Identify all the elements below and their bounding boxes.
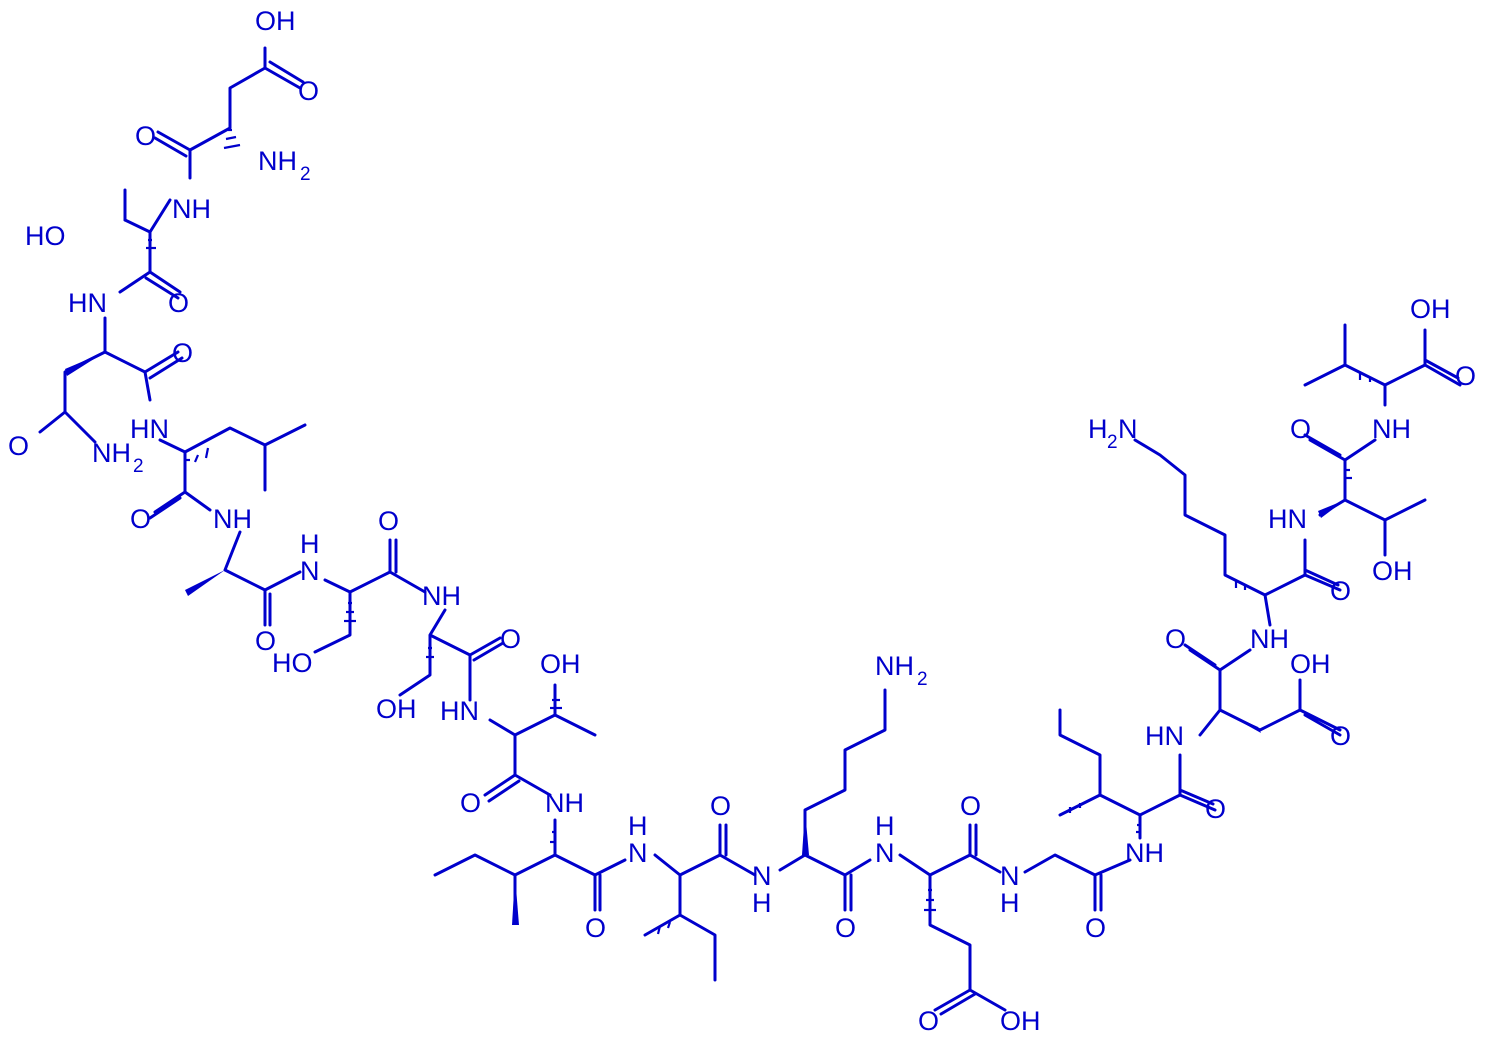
atom-label: H [1088, 414, 1108, 444]
atom-label: N [300, 556, 320, 586]
bond [153, 130, 192, 158]
bond-layer [38, 46, 1462, 1016]
atom-label: NH [1372, 414, 1411, 444]
bond [398, 608, 505, 702]
atom-label: OH [1372, 556, 1413, 586]
atom-label-subscript: 2 [133, 456, 144, 477]
atom-label: NH [875, 651, 914, 681]
atom-label: N [752, 861, 772, 891]
wedge-bond [512, 875, 519, 925]
atom-label: N [628, 838, 648, 868]
atom-label-subscript: 2 [300, 164, 311, 185]
bond [898, 823, 1007, 1016]
atom-label: O [710, 791, 731, 821]
atom-label: NH [422, 581, 461, 611]
atom-label: NH [92, 438, 131, 468]
atom-label: HO [25, 221, 66, 251]
atom-label: NH [545, 788, 584, 818]
atom-label: O [460, 788, 481, 818]
wedge-bond [802, 810, 809, 855]
atom-label: NH [1125, 838, 1164, 868]
atom-label: H [1000, 888, 1020, 918]
atom-label: H [300, 529, 320, 559]
atom-label: HN [440, 696, 479, 726]
atom-label: O [1205, 794, 1226, 824]
bond [1303, 433, 1427, 557]
atom-label: O [1165, 624, 1186, 654]
atom-label: O [168, 288, 189, 318]
atom-label: O [918, 1006, 939, 1036]
atom-label: O [1330, 576, 1351, 606]
bond [778, 688, 887, 912]
atom-label: OH [540, 649, 581, 679]
atom-label: O [1290, 414, 1311, 444]
bond [483, 683, 597, 803]
atom-label: O [298, 76, 319, 106]
bond [158, 423, 307, 492]
wedge-bond [65, 352, 105, 376]
atom-label-subscript: 2 [1107, 432, 1118, 453]
atom-label: OH [1410, 294, 1451, 324]
atom-label: O [1330, 721, 1351, 751]
atom-label: HN [1145, 721, 1184, 751]
atom-label: O [255, 626, 276, 656]
atom-label: HN [68, 288, 107, 318]
atom-label: N [1118, 414, 1138, 444]
bond [313, 538, 427, 654]
atom-label: NH [172, 194, 211, 224]
atom-label: NH [213, 504, 252, 534]
atom-label: N [875, 838, 895, 868]
bond [188, 46, 267, 180]
atom-labels: OH O O NH 2 NH HO HN O O O NH 2 HN O NH … [8, 6, 1476, 1036]
atom-label: HO [272, 648, 313, 678]
atom-label: O [378, 506, 399, 536]
atom-label: OH [1290, 649, 1331, 679]
atom-label: NH [1250, 624, 1289, 654]
atom-label: OH [376, 694, 417, 724]
atom-label: O [500, 624, 521, 654]
atom-label: O [1455, 361, 1476, 391]
bond [263, 60, 305, 90]
bond [223, 530, 302, 627]
atom-label: O [172, 338, 193, 368]
wedge-bond [1318, 500, 1345, 518]
atom-label: OH [1000, 1006, 1041, 1036]
bond [1058, 708, 1217, 840]
bond [118, 198, 182, 300]
atom-label-subscript: 2 [917, 669, 928, 690]
atom-label: OH [255, 6, 296, 36]
atom-label: H [628, 811, 648, 841]
stereo-layer [65, 128, 1372, 935]
wedge-bond [1220, 710, 1261, 733]
bond [148, 450, 212, 520]
bond [1303, 323, 1462, 407]
bond [643, 823, 757, 982]
bond [1133, 438, 1342, 627]
bond [433, 818, 627, 922]
atom-label: O [960, 791, 981, 821]
atom-label: O [130, 504, 151, 534]
atom-label: H [752, 888, 772, 918]
hashed-bond [146, 128, 1372, 935]
atom-label: O [8, 431, 29, 461]
bond [1183, 643, 1342, 737]
atom-label: O [1085, 913, 1106, 943]
atom-label: O [835, 913, 856, 943]
bond [103, 350, 184, 402]
atom-label: NH [258, 146, 297, 176]
atom-label: HN [130, 414, 169, 444]
atom-label: HN [1268, 504, 1307, 534]
atom-label: O [585, 913, 606, 943]
atom-label: O [135, 121, 156, 151]
atom-label: N [1000, 861, 1020, 891]
bond [38, 316, 107, 444]
bond [1023, 853, 1132, 912]
wedge-bond [185, 570, 225, 596]
atom-label: H [875, 811, 895, 841]
